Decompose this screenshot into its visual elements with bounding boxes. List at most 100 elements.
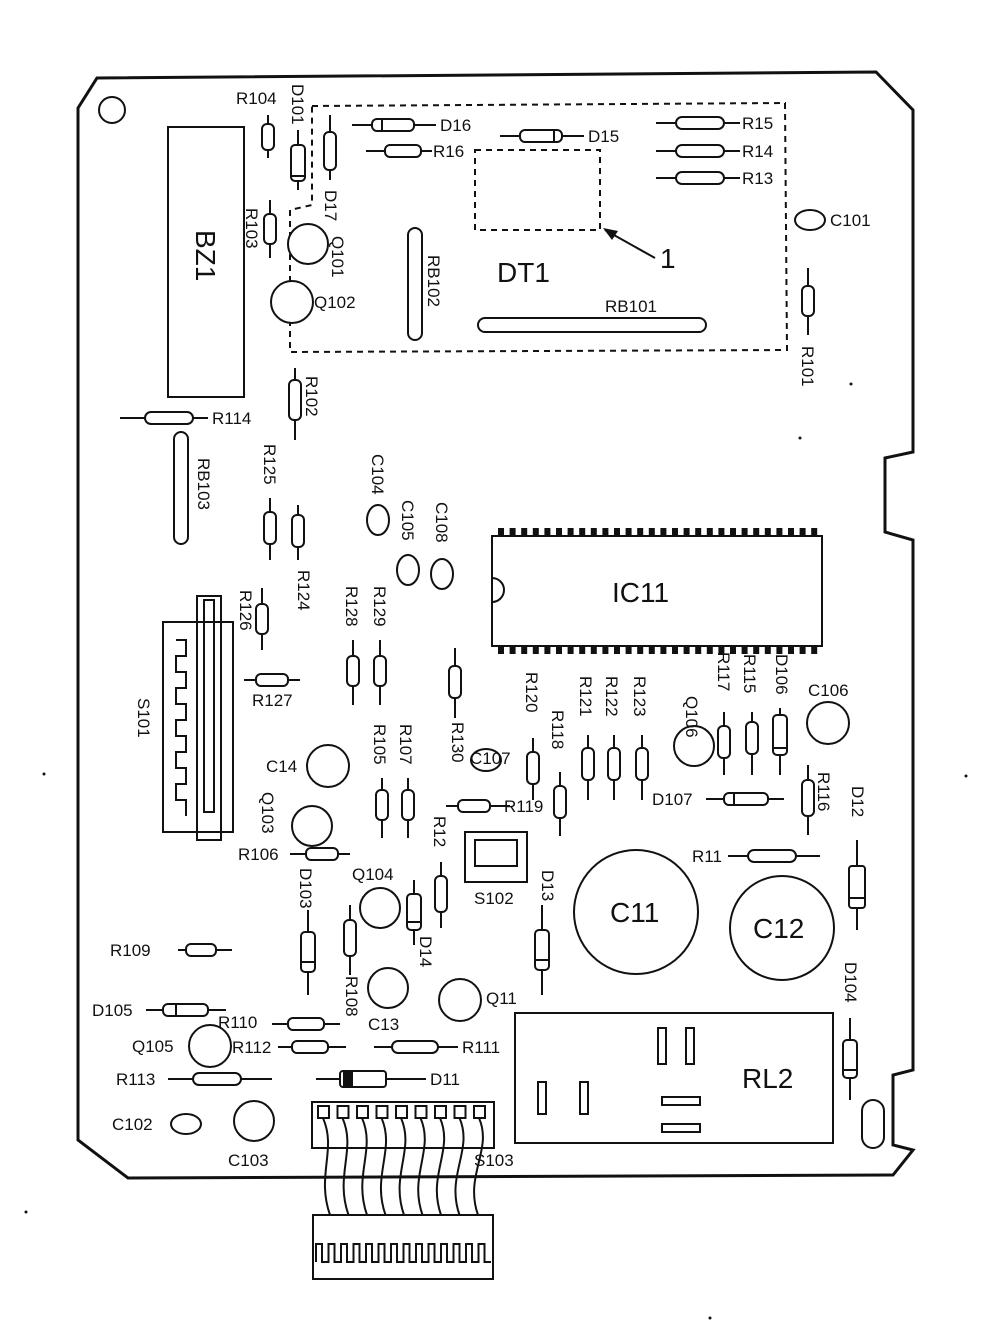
label-callout: 1 (660, 243, 676, 274)
resistor-r115 (745, 721, 759, 755)
label-d13: D13 (538, 870, 557, 901)
label-r126: R126 (236, 590, 255, 631)
transistor-q105 (188, 1024, 232, 1068)
resistor-r11 (747, 849, 797, 863)
capacitor-c103 (233, 1100, 275, 1142)
label-d12: D12 (848, 786, 867, 817)
label-r110: R110 (218, 1013, 257, 1032)
connector-s103-slots (317, 1105, 486, 1119)
ic-pin (811, 646, 818, 654)
label-s102: S102 (474, 889, 514, 908)
label-c13: C13 (368, 1015, 399, 1034)
label-d107: D107 (652, 790, 693, 809)
connector-slot (473, 1105, 486, 1119)
diode-d106 (772, 714, 788, 756)
label-d17: D17 (321, 190, 340, 221)
label-d104: D104 (841, 962, 860, 1003)
label-d16: D16 (440, 116, 471, 135)
connector-slot (356, 1105, 369, 1119)
label-r13: R13 (742, 169, 773, 188)
dt1-sensor-outline (474, 149, 601, 231)
label-r105: R105 (370, 724, 389, 765)
diode-d101 (290, 144, 306, 182)
ic-pin (753, 646, 760, 654)
transistor-q11 (438, 978, 482, 1022)
diode-d103 (300, 931, 316, 973)
label-r116: R116 (814, 772, 833, 811)
label-c102: C102 (112, 1115, 153, 1134)
resistor-r114 (144, 411, 194, 425)
diode-d14 (406, 893, 422, 931)
ic-pin (672, 646, 678, 654)
label-r128: R128 (342, 586, 361, 627)
relay-rl2-pin-3 (537, 1081, 547, 1115)
transistor-q106 (673, 725, 715, 767)
cable-wire (379, 1117, 388, 1216)
capacitor-c14 (306, 744, 350, 788)
cable-wire (473, 1117, 484, 1216)
ic-pin (556, 646, 562, 654)
label-r125: R125 (260, 444, 279, 485)
buzzer-bz1 (167, 126, 245, 398)
resistor-r15 (675, 116, 725, 130)
label-r12: R12 (430, 816, 449, 847)
label-r109: R109 (110, 941, 151, 960)
ic-pin (544, 528, 551, 536)
label-d101: D101 (288, 84, 307, 125)
mounting-slot (861, 1099, 885, 1149)
label-r102: R102 (302, 376, 321, 417)
label-d103: D103 (296, 868, 315, 909)
ic-pin (614, 528, 620, 536)
resistor-r12 (434, 875, 448, 913)
connector-slot (434, 1105, 447, 1119)
switch-s101-track (196, 595, 222, 841)
ic-pin (799, 646, 806, 654)
relay-rl2 (514, 1012, 834, 1144)
label-q101: Q101 (328, 236, 347, 278)
diode-d13 (534, 929, 550, 971)
ic-pin (579, 528, 586, 536)
resistor-r124 (291, 514, 305, 548)
ic-pin (788, 528, 794, 536)
cable-wire (398, 1117, 407, 1216)
resistor-r128 (346, 655, 360, 687)
resistor-r130 (448, 665, 462, 699)
cable-plug (312, 1214, 494, 1280)
label-bz1: BZ1 (190, 230, 221, 281)
relay-rl2-pin-1 (657, 1027, 667, 1065)
label-q104: Q104 (352, 865, 394, 884)
ic-pin (509, 646, 516, 654)
resistor-r119 (457, 799, 491, 813)
label-rb103: RB103 (194, 458, 213, 510)
ic-pin (811, 528, 818, 536)
diode-d104 (842, 1039, 858, 1079)
ic-pin (556, 528, 562, 536)
label-d15: D15 (588, 127, 619, 146)
label-r123: R123 (630, 676, 649, 717)
ic-pin (637, 528, 644, 536)
transistor-q102 (270, 280, 314, 324)
label-dt1: DT1 (497, 257, 550, 288)
switch-s101-slider (203, 599, 215, 813)
capacitor-c13 (367, 967, 409, 1009)
cable-wire (361, 1117, 368, 1216)
label-d106: D106 (772, 654, 791, 695)
label-r111: R111 (462, 1038, 500, 1057)
diode-d107 (723, 792, 769, 806)
resistor-r129 (373, 655, 387, 687)
rb101 (477, 317, 707, 333)
switch-s102 (464, 831, 528, 883)
ic-pin (753, 528, 760, 536)
resistor-r118 (553, 785, 567, 819)
label-q103: Q103 (258, 792, 277, 834)
ic-pin (730, 528, 736, 536)
resistor-r110 (287, 1017, 325, 1031)
label-ic11: IC11 (612, 577, 669, 608)
diode-d15 (519, 129, 563, 143)
resistor-r123 (635, 747, 649, 781)
label-c12: C12 (753, 913, 804, 944)
ic-pin (799, 528, 806, 536)
capacitor-c101 (794, 209, 826, 231)
